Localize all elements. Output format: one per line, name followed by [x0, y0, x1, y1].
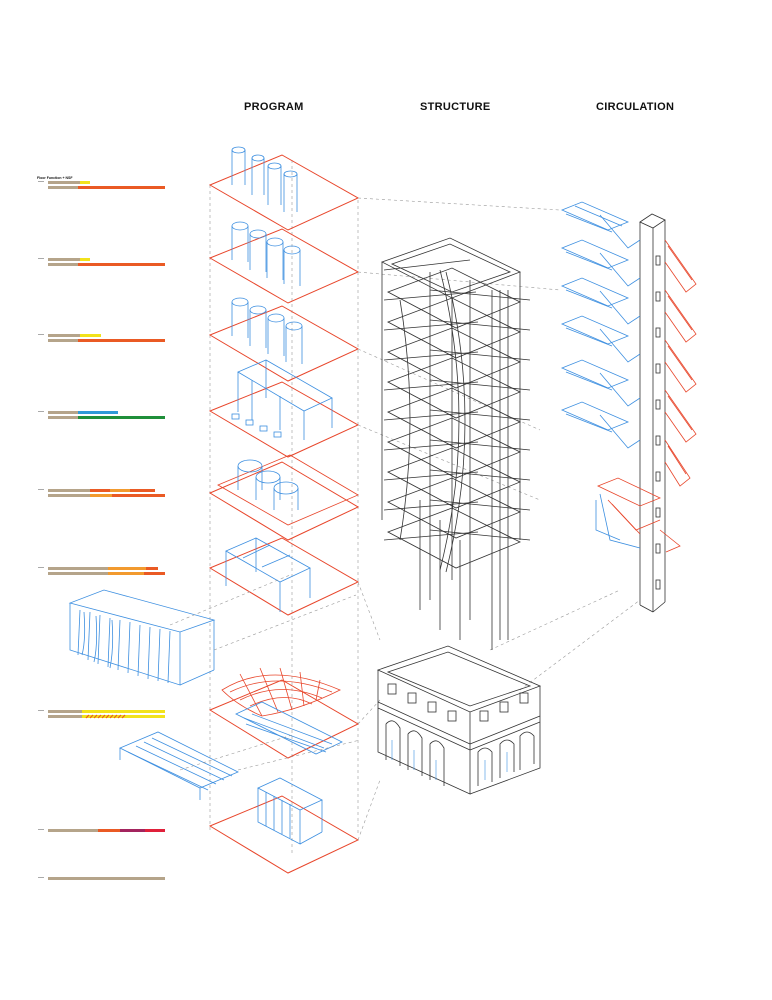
- program-tubes-2: [231, 221, 301, 286]
- structure-column: [376, 237, 542, 795]
- program-column: [208, 146, 360, 874]
- program-seating-upper: [235, 701, 343, 755]
- program-partitions: [231, 359, 333, 440]
- legend-row-1: [48, 181, 165, 189]
- legend-row-3: [48, 334, 165, 342]
- exploded-seating: [119, 731, 239, 800]
- program-box: [257, 777, 323, 845]
- title-program: PROGRAM: [244, 101, 304, 113]
- legend-row-6: [48, 567, 165, 575]
- elevator-shaft: [639, 213, 666, 613]
- program-rooms: [225, 537, 311, 612]
- structure-base-glazing: [391, 740, 508, 780]
- legend-row-4: [48, 411, 165, 419]
- legend-bars: [38, 181, 165, 880]
- red-stairs: [597, 239, 697, 553]
- legend-header: Floor Function + NSF: [37, 176, 73, 180]
- structure-base: [376, 645, 542, 795]
- program-tanks: [237, 459, 299, 510]
- title-structure: STRUCTURE: [420, 101, 491, 113]
- connector-lines: [169, 197, 641, 841]
- program-tubes-3: [231, 297, 303, 364]
- blue-stairs: [560, 201, 641, 549]
- program-tubes-1: [231, 146, 298, 212]
- legend-row-7: [48, 710, 165, 719]
- legend-row-5: [48, 489, 165, 497]
- legend-row-9: [48, 877, 165, 880]
- circulation-column: [560, 201, 697, 613]
- exploded-facade: [68, 589, 216, 686]
- legend-row-2: [48, 258, 165, 266]
- title-circulation: CIRCULATION: [596, 101, 675, 113]
- structure-floors: [387, 267, 521, 569]
- legend-row-8: [48, 829, 165, 832]
- program-canopy: [221, 667, 341, 717]
- structure-cantilevers: [383, 259, 531, 541]
